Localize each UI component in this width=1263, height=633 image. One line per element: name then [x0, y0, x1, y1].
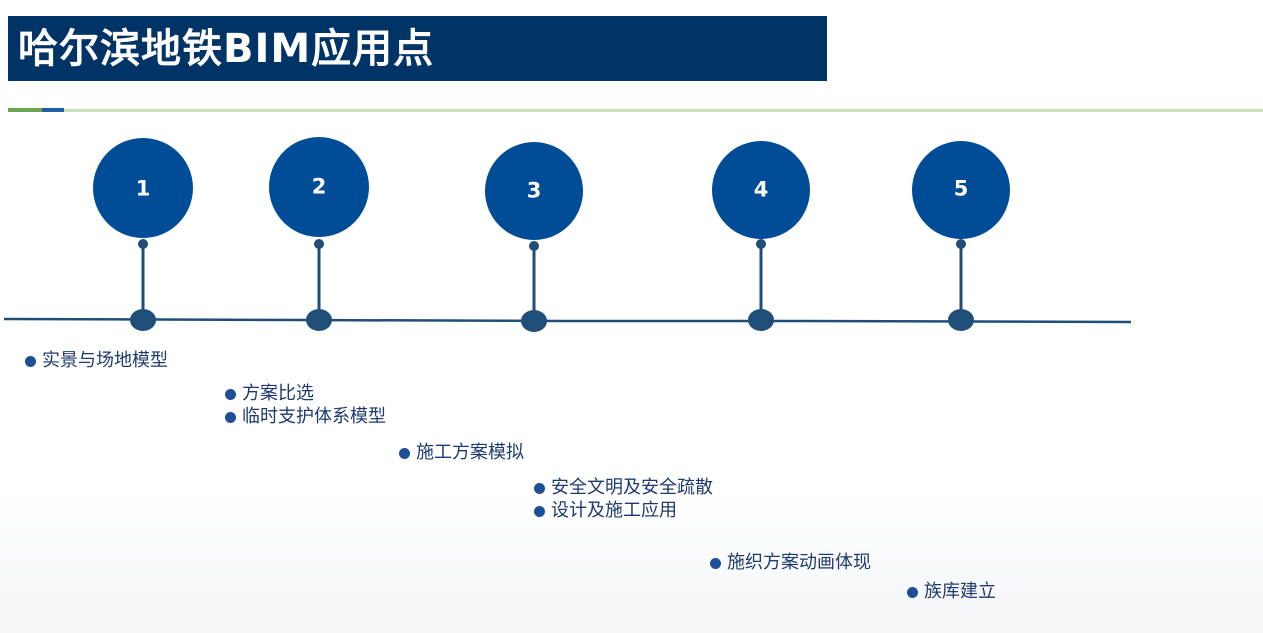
title-bar: 哈尔滨地铁BIM应用点: [8, 16, 827, 81]
page-title: 哈尔滨地铁BIM应用点: [18, 25, 435, 72]
step-2-circle: [269, 137, 369, 237]
timeline-step-3: [485, 142, 583, 332]
bullet-dot: [25, 355, 36, 367]
step-4-node: [748, 309, 774, 331]
item-label: 施工方案模拟: [416, 442, 524, 463]
timeline-step-5: [912, 141, 1010, 331]
list-item: 方案比选: [225, 385, 314, 403]
step-5-circle: [912, 141, 1010, 239]
step-2-node: [306, 309, 332, 331]
bullet-dot: [907, 586, 918, 598]
step-5-number: 5: [953, 176, 969, 201]
item-label: 族库建立: [924, 581, 996, 602]
step-1-node: [130, 309, 156, 331]
step-4-circle: [712, 141, 810, 239]
step-4-top-dot: [756, 239, 766, 249]
step-2-top-dot: [314, 239, 324, 249]
bullet-dot: [225, 388, 236, 400]
bullet-dot: [534, 505, 545, 517]
timeline-step-2: [269, 137, 369, 331]
item-label: 实景与场地模型: [42, 350, 168, 371]
item-label: 施织方案动画体现: [727, 552, 871, 573]
list-item: 安全文明及安全疏散: [534, 479, 713, 497]
list-item: 临时支护体系模型: [225, 408, 386, 426]
title-accent-blue: [42, 108, 64, 112]
timeline-step-1: [93, 138, 193, 331]
step-3-number: 3: [526, 178, 542, 203]
list-item: 施工方案模拟: [399, 444, 524, 462]
step-3-node: [521, 310, 547, 332]
bullet-dot: [710, 557, 721, 569]
bullet-dot: [225, 411, 236, 423]
item-label: 方案比选: [242, 383, 314, 404]
timeline-baseline: [3, 317, 1132, 324]
bullet-dot: [399, 447, 410, 459]
step-2-number: 2: [311, 174, 327, 199]
step-3-top-dot: [529, 241, 539, 251]
list-item: 设计及施工应用: [534, 502, 677, 520]
list-item: 实景与场地模型: [25, 352, 168, 370]
list-item: 族库建立: [907, 583, 996, 601]
step-1-circle: [93, 138, 193, 238]
step-5-top-dot: [956, 239, 966, 249]
item-label: 设计及施工应用: [551, 500, 677, 521]
step-5-node: [948, 309, 974, 331]
timeline-step-4: [712, 141, 810, 331]
step-4-number: 4: [753, 177, 769, 202]
title-accent-green: [8, 108, 42, 112]
bullet-dot: [534, 482, 545, 494]
item-label: 安全文明及安全疏散: [551, 477, 713, 498]
step-3-circle: [485, 142, 583, 240]
title-underline-rule: [64, 109, 1263, 112]
list-item: 施织方案动画体现: [710, 554, 871, 572]
step-1-number: 1: [135, 176, 151, 201]
item-label: 临时支护体系模型: [242, 406, 386, 427]
step-1-top-dot: [138, 239, 148, 249]
